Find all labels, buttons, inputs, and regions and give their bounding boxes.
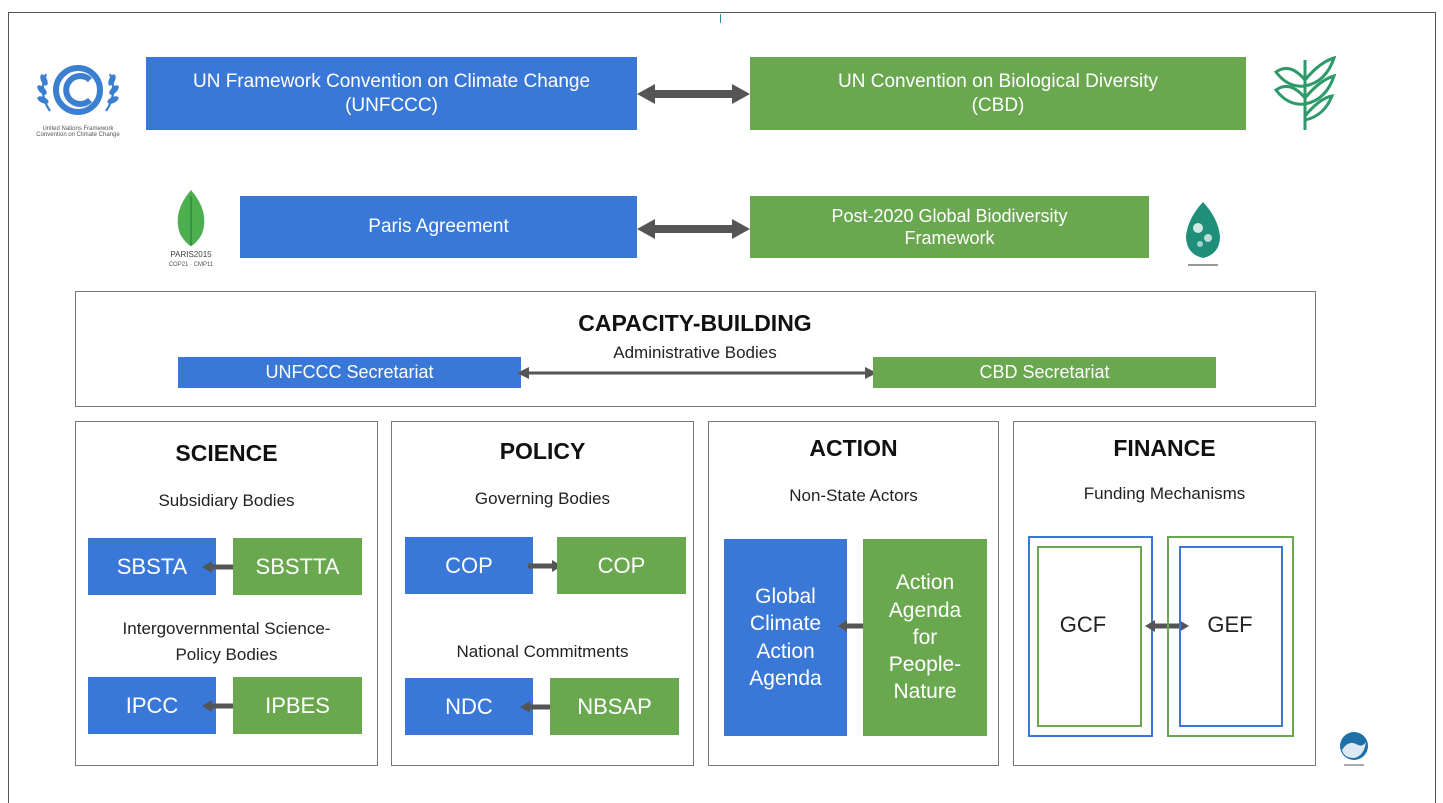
unfccc-box: UN Framework Convention on Climate Chang… — [146, 57, 637, 130]
paris-framework-arrow — [637, 219, 750, 239]
cbd-label: UN Convention on Biological Diversity (C… — [838, 70, 1158, 116]
action-title: ACTION — [809, 435, 898, 461]
paris-logo-caption-2: COP21 · CMP11 — [168, 262, 214, 268]
science-subtitle: Subsidiary Bodies — [158, 491, 295, 510]
slide-frame — [8, 12, 1436, 803]
global-climate-action-agenda-box: Global Climate Action Agenda — [724, 539, 847, 736]
cbd-leaf-logo-icon — [1270, 50, 1340, 132]
cop-right-box: COP — [557, 537, 686, 594]
biodiversity-framework-box: Post-2020 Global Biodiversity Framework — [750, 196, 1149, 258]
policy-title: POLICY — [499, 438, 586, 464]
secretariat-arrow — [517, 367, 877, 379]
sbsta-label: SBSTA — [116, 553, 188, 579]
ndc-nbsap-arrow — [520, 701, 564, 713]
cbd-water-logo-icon — [1178, 198, 1228, 274]
unfccc-cbd-arrow — [637, 84, 750, 104]
unfccc-logo-caption: United Nations Framework Convention on C… — [36, 126, 120, 138]
cbd-secretariat-label: CBD Secretariat — [979, 362, 1110, 383]
global-climate-action-agenda-label: Global Climate Action Agenda — [749, 584, 822, 690]
unfccc-label: UN Framework Convention on Climate Chang… — [192, 70, 591, 116]
gef-inner-frame — [1179, 546, 1283, 727]
finance-subtitle: Funding Mechanisms — [1083, 484, 1246, 503]
biodiversity-framework-label: Post-2020 Global Biodiversity Framework — [831, 205, 1068, 249]
unfccc-secretariat-label: UNFCCC Secretariat — [265, 362, 434, 383]
cop-left-box: COP — [405, 537, 533, 594]
policy-subtitle-2: National Commitments — [456, 642, 629, 661]
sbsta-sbstta-arrow — [202, 561, 246, 573]
ipbes-box: IPBES — [233, 677, 362, 734]
action-subtitle: Non-State Actors — [789, 486, 918, 505]
gef-outer-frame — [1167, 536, 1294, 737]
ipcc-ipbes-arrow — [202, 700, 246, 712]
gcf-outer-frame — [1028, 536, 1153, 737]
wave-logo-icon — [1336, 730, 1372, 768]
gef-label: GEF — [1207, 612, 1253, 637]
paris-agreement-box: Paris Agreement — [240, 196, 637, 258]
capacity-building-title: CAPACITY-BUILDING — [578, 310, 812, 336]
cbd-box: UN Convention on Biological Diversity (C… — [750, 57, 1246, 130]
unfccc-secretariat-box: UNFCCC Secretariat — [178, 357, 521, 388]
paris-agreement-label: Paris Agreement — [368, 216, 509, 238]
ipcc-box: IPCC — [88, 677, 216, 734]
nbsap-box: NBSAP — [550, 678, 679, 735]
sbstta-box: SBSTTA — [233, 538, 362, 595]
ndc-label: NDC — [445, 693, 493, 719]
sbsta-box: SBSTA — [88, 538, 216, 595]
nbsap-label: NBSAP — [577, 693, 652, 719]
finance-panel — [1013, 421, 1316, 766]
capacity-building-subtitle: Administrative Bodies — [613, 343, 777, 362]
cop-left-label: COP — [445, 552, 493, 578]
ndc-box: NDC — [405, 678, 533, 735]
paris-logo-caption-1: PARIS2015 — [170, 250, 212, 259]
finance-title: FINANCE — [1113, 435, 1216, 461]
action-agenda-people-nature-label: Action Agenda for People- Nature — [888, 571, 962, 704]
sbstta-label: SBSTTA — [255, 553, 340, 579]
unfccc-logo-icon: United Nations Framework Convention on C… — [30, 56, 126, 138]
top-tick-mark — [720, 14, 721, 23]
action-agenda-people-nature-box: Action Agenda for People- Nature — [863, 539, 987, 736]
cop-arrow — [528, 560, 562, 572]
policy-subtitle: Governing Bodies — [474, 489, 611, 508]
science-title: SCIENCE — [175, 440, 278, 466]
science-subtitle-2: Intergovernmental Science- Policy Bodies — [122, 619, 331, 665]
ipbes-label: IPBES — [265, 692, 330, 718]
cop-right-label: COP — [597, 552, 646, 578]
ipcc-label: IPCC — [125, 692, 179, 718]
gcf-label: GCF — [1059, 612, 1107, 637]
paris2015-leaf-icon: PARIS2015 COP21 · CMP11 — [166, 188, 216, 276]
gcf-inner-frame — [1037, 546, 1142, 727]
cbd-secretariat-box: CBD Secretariat — [873, 357, 1216, 388]
